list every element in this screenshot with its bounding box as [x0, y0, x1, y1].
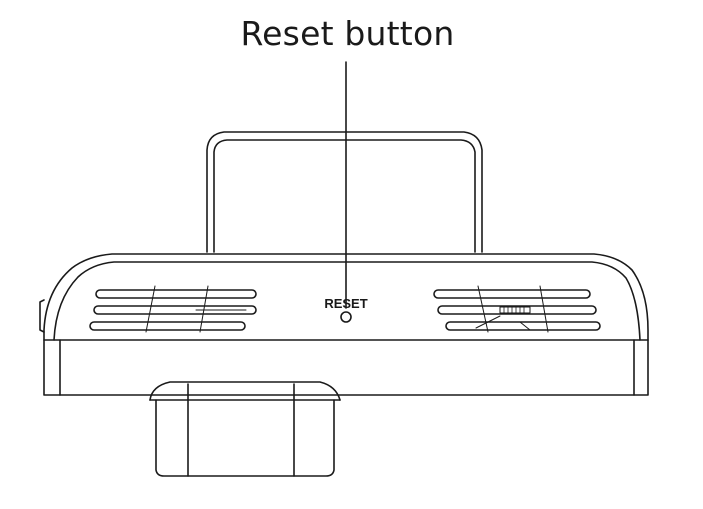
reset-pinhole [340, 311, 352, 323]
mount-tab [206, 131, 483, 253]
right-vent-grille [433, 285, 601, 333]
left-vent-grille [89, 285, 257, 333]
reset-button-callout-label: Reset button [240, 14, 455, 53]
device-body [39, 253, 649, 396]
bottom-connector [149, 381, 341, 477]
reset-marking-text: RESET [324, 296, 367, 311]
